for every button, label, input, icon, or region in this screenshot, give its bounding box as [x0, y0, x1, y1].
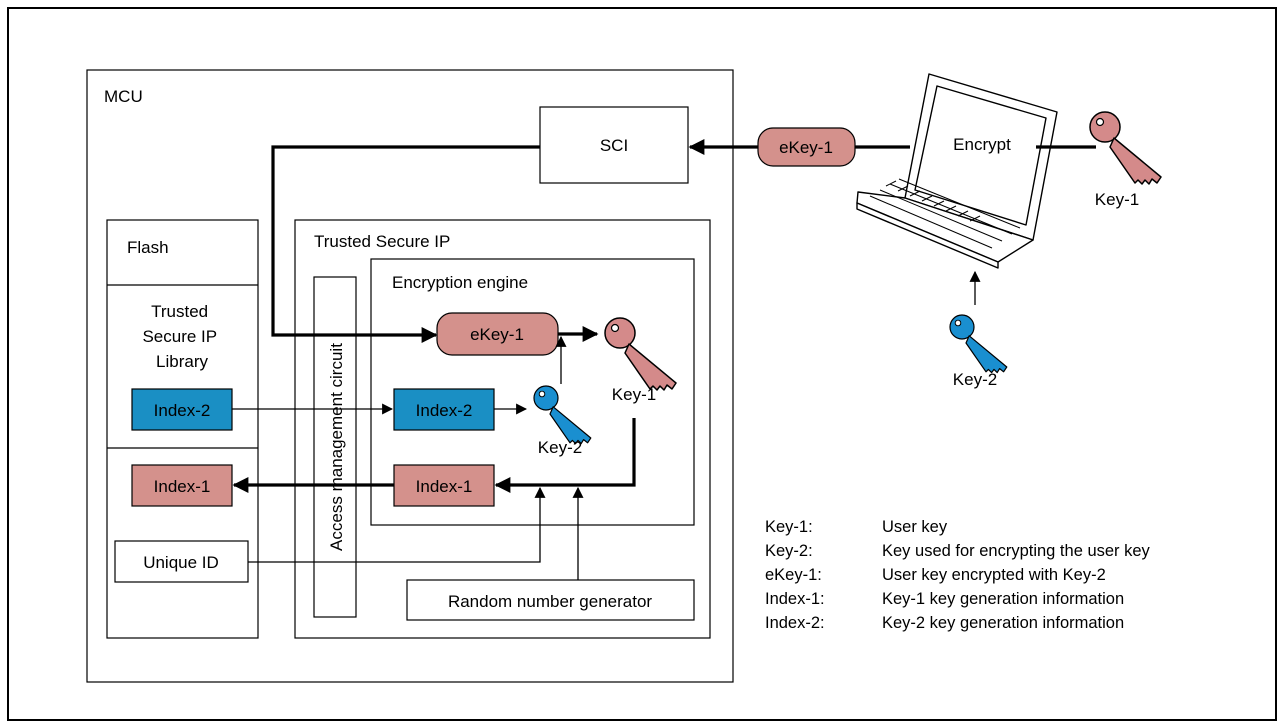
laptop-icon [856, 73, 1058, 269]
page-border [7, 7, 1277, 721]
encrypt-label: Encrypt [953, 135, 1011, 154]
legend-desc: User key encrypted with Key-2 [882, 566, 1106, 584]
legend-term: Index-1: [765, 590, 825, 608]
key1-user-icon [1089, 111, 1162, 185]
key2-engine-label: Key-2 [538, 438, 582, 457]
unique-id-connector [248, 486, 546, 563]
legend-desc: Key-2 key generation information [882, 614, 1124, 632]
ekey1-path-connector [271, 145, 540, 343]
key2-user-icon [949, 314, 1008, 374]
flash-label: Flash [127, 238, 169, 257]
rng-box [406, 579, 695, 621]
index2-engine-label: Index-2 [416, 401, 473, 420]
index2-flash-label: Index-2 [154, 401, 211, 420]
legend-desc: Key used for encrypting the user key [882, 542, 1151, 560]
legend-term: Key-2: [765, 542, 813, 560]
key1-to-index1-connector [494, 418, 636, 493]
legend-term: eKey-1: [765, 566, 822, 584]
trusted-secure-ip-label: Trusted Secure IP [314, 232, 450, 251]
sci-box [539, 106, 689, 184]
library-label: Trusted Secure IP Library [142, 302, 221, 371]
rng-label: Random number generator [448, 592, 652, 611]
key1-user-label: Key-1 [1095, 190, 1139, 209]
legend-term: Key-1: [765, 518, 813, 536]
legend-desc: User key [882, 518, 948, 536]
ekey1-transfer-label: eKey-1 [779, 138, 833, 157]
index2-engine-box [393, 388, 495, 431]
unique-id-label: Unique ID [143, 553, 219, 572]
access-management-label: Access management circuit [327, 343, 346, 551]
index1-flash-box [131, 464, 233, 507]
index1-engine-label: Index-1 [416, 477, 473, 496]
key2-user-label: Key-2 [953, 370, 997, 389]
index1-flash-label: Index-1 [154, 477, 211, 496]
mcu-label: MCU [104, 87, 143, 106]
legend-term: Index-2: [765, 614, 825, 632]
index1-engine-box [393, 464, 495, 507]
encryption-engine-label: Encryption engine [392, 273, 528, 292]
key1-engine-label: Key-1 [612, 385, 656, 404]
ekey1-engine-label: eKey-1 [470, 325, 524, 344]
sci-label: SCI [600, 136, 628, 155]
legend-desc: Key-1 key generation information [882, 590, 1124, 608]
legend: Key-1: User key Key-2: Key used for encr… [765, 518, 1151, 632]
